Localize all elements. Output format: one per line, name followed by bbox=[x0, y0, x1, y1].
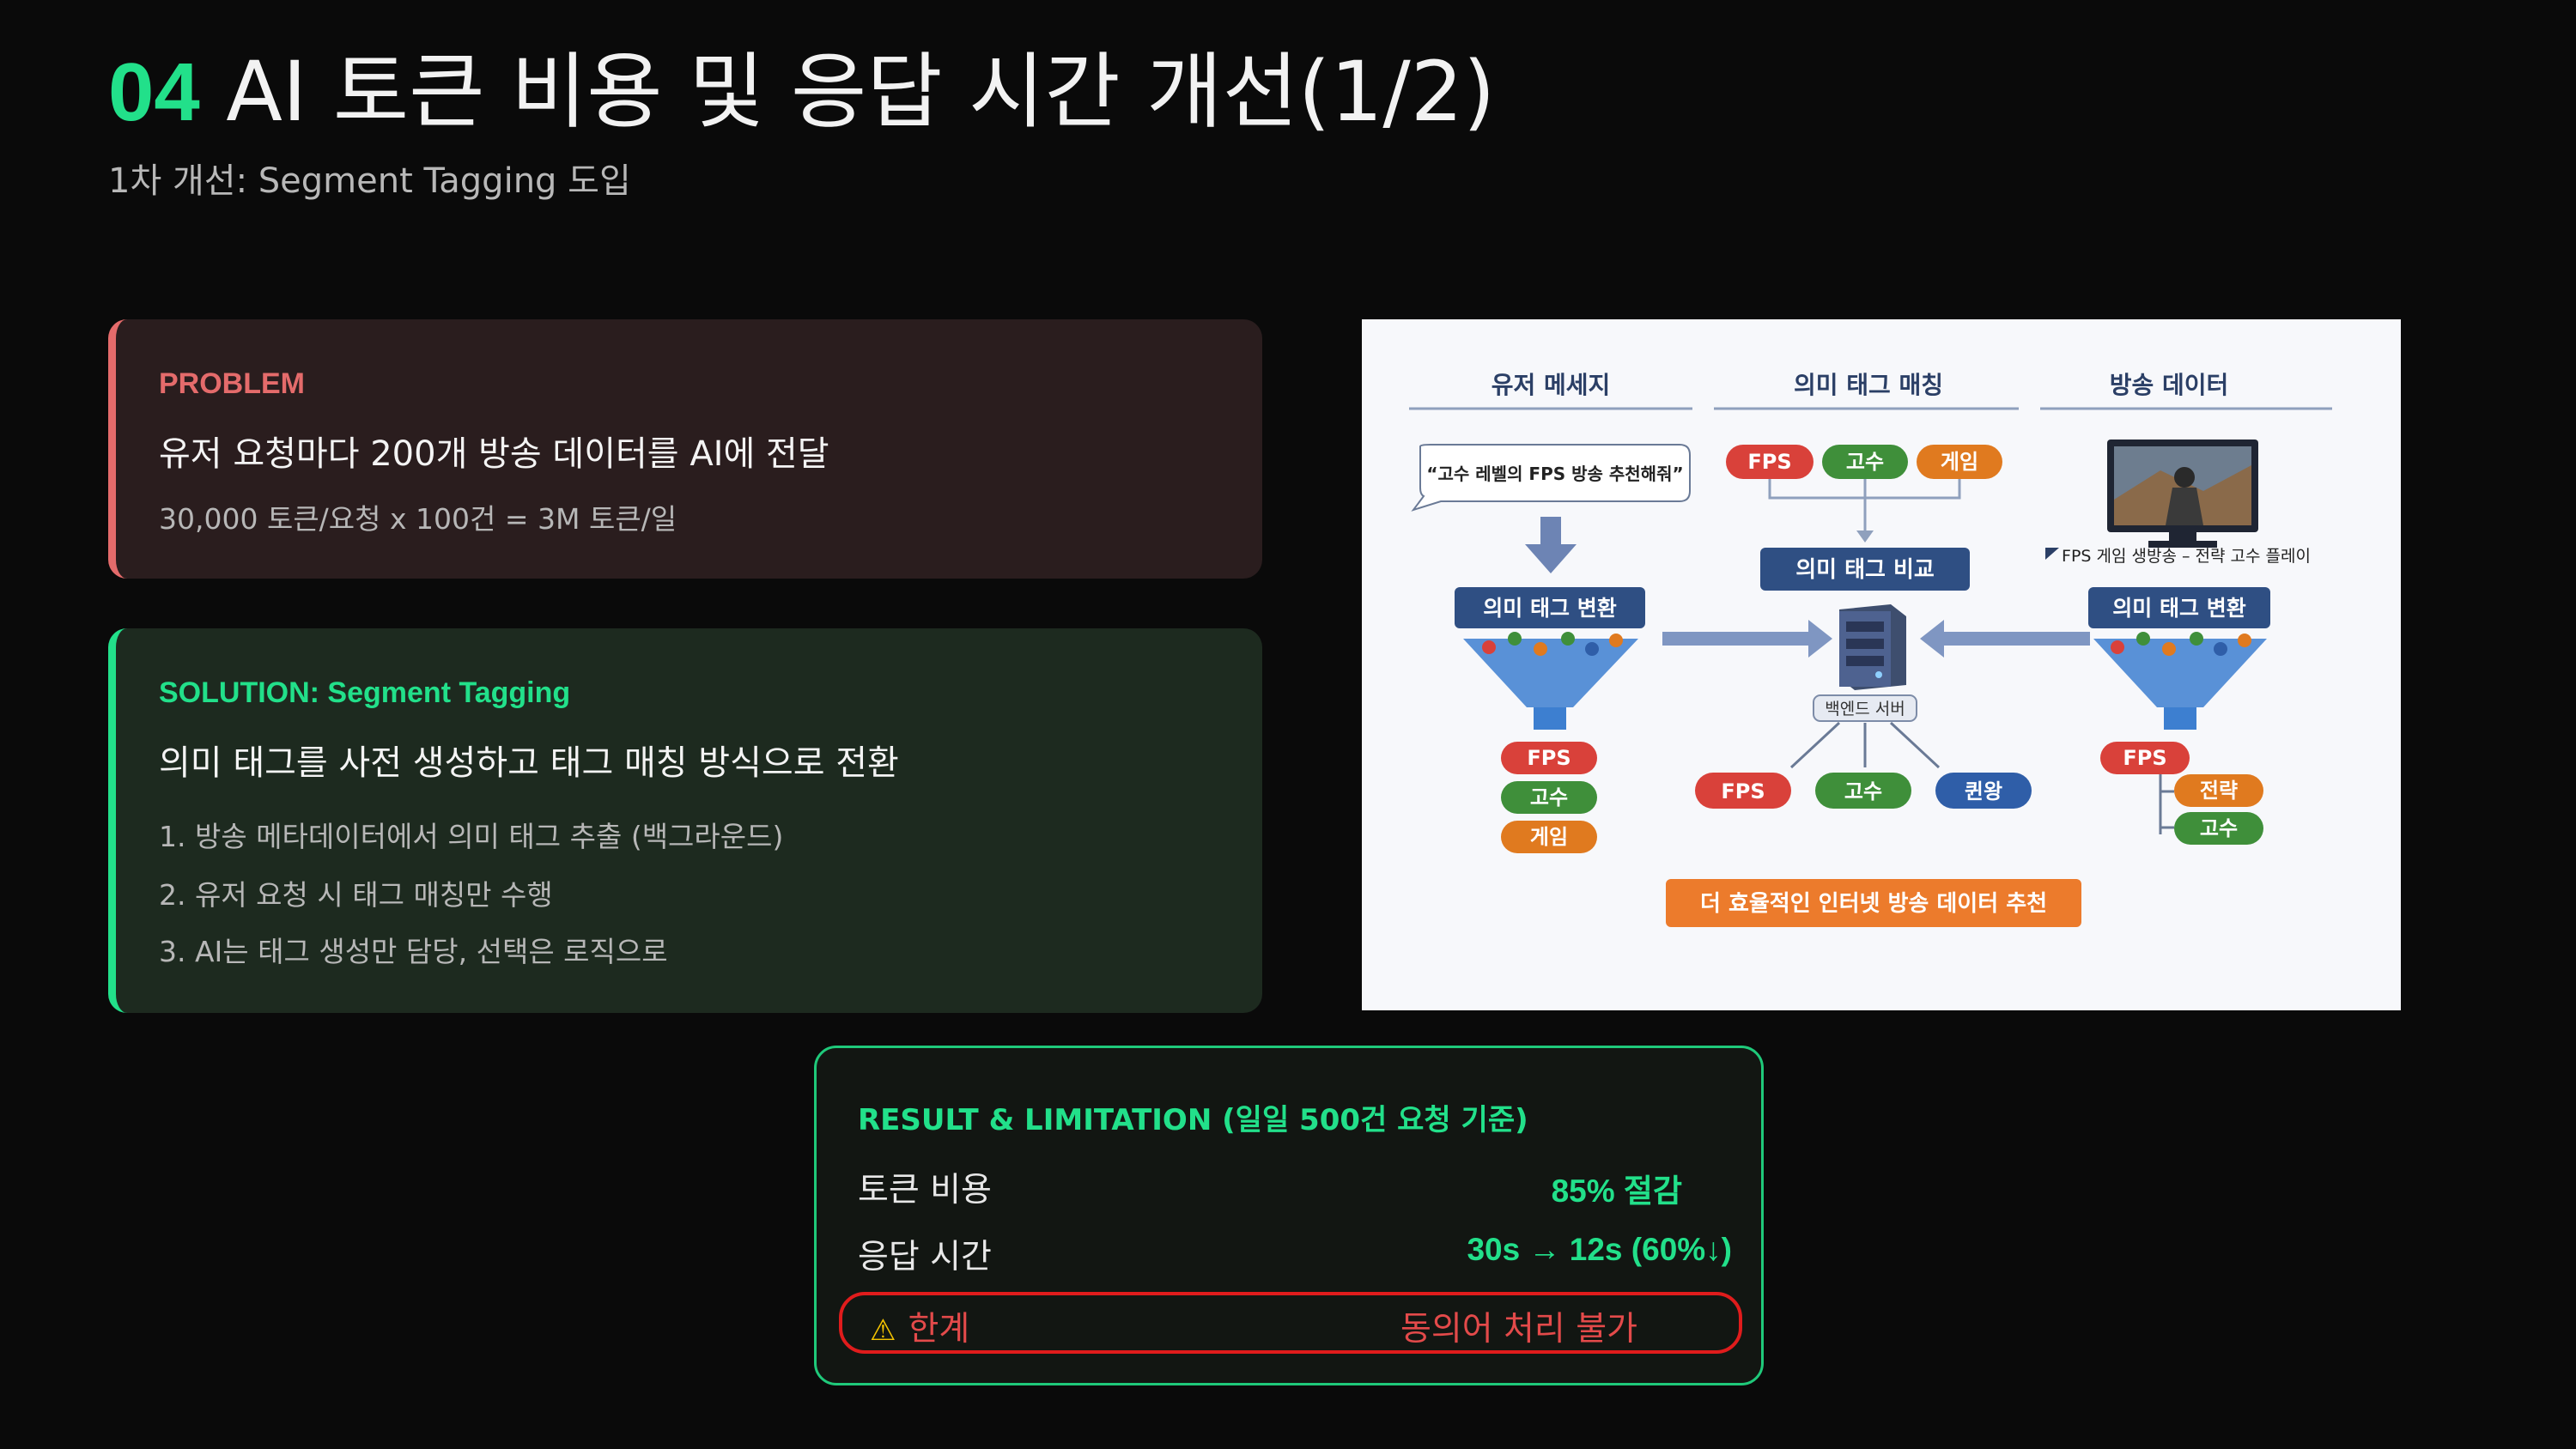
problem-card: PROBLEM 유저 요청마다 200개 방송 데이터를 AI에 전달 30,0… bbox=[108, 319, 1262, 579]
col-header-user: 유저 메세지 bbox=[1492, 371, 1611, 399]
tag-pill-expert-center bbox=[1815, 773, 1911, 809]
tag-connector-top bbox=[1768, 479, 1961, 534]
page-title: 04 AI 토큰 비용 및 응답 시간 개선(1/2) bbox=[108, 45, 1495, 140]
solution-card: SOLUTION: Segment Tagging 의미 태그를 사전 생성하고… bbox=[108, 628, 1262, 1013]
solution-step-3: 3. AI는 태그 생성만 담당, 선택은 로직으로 bbox=[159, 935, 668, 968]
connector-arrowhead-icon bbox=[1856, 530, 1874, 543]
col-header-match: 의미 태그 매칭 bbox=[1794, 371, 1943, 399]
tag-pill-expert-left bbox=[1501, 781, 1597, 814]
tag-fps-right: FPS bbox=[2123, 746, 2166, 770]
tag-pill-fps-right bbox=[2100, 742, 2190, 774]
user-bubble-text: “고수 레벨의 FPS 방송 추천해줘” bbox=[1426, 464, 1683, 484]
problem-tag: PROBLEM bbox=[159, 367, 305, 400]
result-row-value-token: 85% 절감 bbox=[1551, 1173, 1682, 1209]
tag-expert-right: 고수 bbox=[2200, 816, 2238, 840]
tag-pill-fps-left bbox=[1501, 742, 1597, 774]
solution-step-2: 2. 유저 요청 시 태그 매칭만 수행 bbox=[159, 878, 553, 912]
result-row-label-token: 토큰 비용 bbox=[858, 1171, 992, 1210]
result-row-label-response: 응답 시간 bbox=[858, 1238, 992, 1276]
page-subtitle: 1차 개선: Segment Tagging 도입 bbox=[108, 161, 631, 201]
server-label: 백엔드 서버 bbox=[1825, 700, 1905, 718]
tag-fps-left: FPS bbox=[1527, 746, 1571, 770]
problem-lead: 유저 요청마다 200개 방송 데이터를 AI에 전달 bbox=[159, 434, 829, 474]
result-row-value-response: 30s → 12s (60%↓) bbox=[1467, 1232, 1732, 1267]
solution-tag: SOLUTION: Segment Tagging bbox=[159, 676, 571, 709]
user-speech-bubble bbox=[1411, 444, 1691, 512]
tag-pill-game-left bbox=[1501, 821, 1597, 853]
right-arrow-icon bbox=[1662, 620, 1832, 658]
tag-fps-top: FPS bbox=[1747, 450, 1791, 474]
tag-pill-fps-center bbox=[1695, 773, 1791, 809]
down-arrow-icon bbox=[1525, 517, 1577, 573]
tag-tree-lines bbox=[2159, 774, 2174, 834]
server-label-box bbox=[1813, 694, 1917, 722]
tag-pill-expert-top bbox=[1822, 445, 1908, 479]
broadcast-monitor-icon bbox=[2107, 440, 2258, 548]
result-card: RESULT & LIMITATION (일일 500건 요청 기준) 토큰 비… bbox=[814, 1046, 1764, 1385]
tag-pill-game-top bbox=[1917, 445, 2002, 479]
tag-game-left: 게임 bbox=[1530, 825, 1568, 849]
solution-lead: 의미 태그를 사전 생성하고 태그 매칭 방식으로 전환 bbox=[159, 743, 899, 783]
convert-box-left bbox=[1455, 587, 1645, 628]
convert-label-left: 의미 태그 변환 bbox=[1483, 596, 1616, 621]
tag-pill-strategy-right bbox=[2174, 774, 2263, 807]
section-number: 04 bbox=[108, 46, 200, 138]
tag-fps-center: FPS bbox=[1721, 779, 1765, 803]
col-header-broadcast: 방송 데이터 bbox=[2110, 371, 2229, 399]
convert-label-right: 의미 태그 변환 bbox=[2112, 596, 2245, 621]
left-arrow-icon bbox=[1920, 620, 2090, 658]
tag-pill-fps-top bbox=[1726, 445, 1814, 479]
funnel-icon-right bbox=[2093, 632, 2267, 730]
broadcast-caption: FPS 게임 생방송 – 전략 고수 플레이 bbox=[2062, 547, 2311, 566]
limitation-label: 한계 bbox=[908, 1310, 970, 1349]
result-banner bbox=[1666, 879, 2081, 927]
tag-expert-top: 고수 bbox=[1846, 450, 1884, 474]
server-output-lines bbox=[1789, 721, 1941, 769]
warning-icon: ⚠ bbox=[870, 1313, 896, 1348]
server-icon bbox=[1839, 604, 1906, 690]
tag-pill-king-center bbox=[1935, 773, 2032, 809]
funnel-icon-left bbox=[1463, 632, 1638, 730]
tag-king-center: 퀸왕 bbox=[1965, 779, 2002, 803]
problem-detail: 30,000 토큰/요청 x 100건 = 3M 토큰/일 bbox=[159, 502, 677, 536]
result-banner-text: 더 효율적인 인터넷 방송 데이터 추천 bbox=[1700, 891, 2047, 917]
tag-game-top: 게임 bbox=[1941, 450, 1978, 474]
convert-box-right bbox=[2088, 587, 2270, 628]
tag-expert-left: 고수 bbox=[1530, 785, 1568, 809]
compare-label: 의미 태그 비교 bbox=[1795, 557, 1935, 583]
tag-expert-center: 고수 bbox=[1844, 779, 1882, 803]
caption-corner-icon bbox=[2045, 548, 2059, 560]
tag-pill-expert-right bbox=[2174, 812, 2263, 845]
limitation-box: ⚠ 한계 동의어 처리 불가 bbox=[839, 1292, 1742, 1354]
tagging-diagram: 유저 메세지 의미 태그 매칭 방송 데이터 “고수 레벨의 FPS 방송 추천… bbox=[1362, 319, 2401, 1010]
compare-box bbox=[1760, 548, 1970, 591]
solution-step-1: 1. 방송 메타데이터에서 의미 태그 추출 (백그라운드) bbox=[159, 820, 784, 853]
tag-strategy-right: 전략 bbox=[2200, 779, 2238, 803]
result-title: RESULT & LIMITATION (일일 500건 요청 기준) bbox=[858, 1103, 1528, 1137]
title-text: AI 토큰 비용 및 응답 시간 개선(1/2) bbox=[226, 44, 1496, 140]
limitation-value: 동의어 처리 불가 bbox=[1400, 1310, 1637, 1349]
